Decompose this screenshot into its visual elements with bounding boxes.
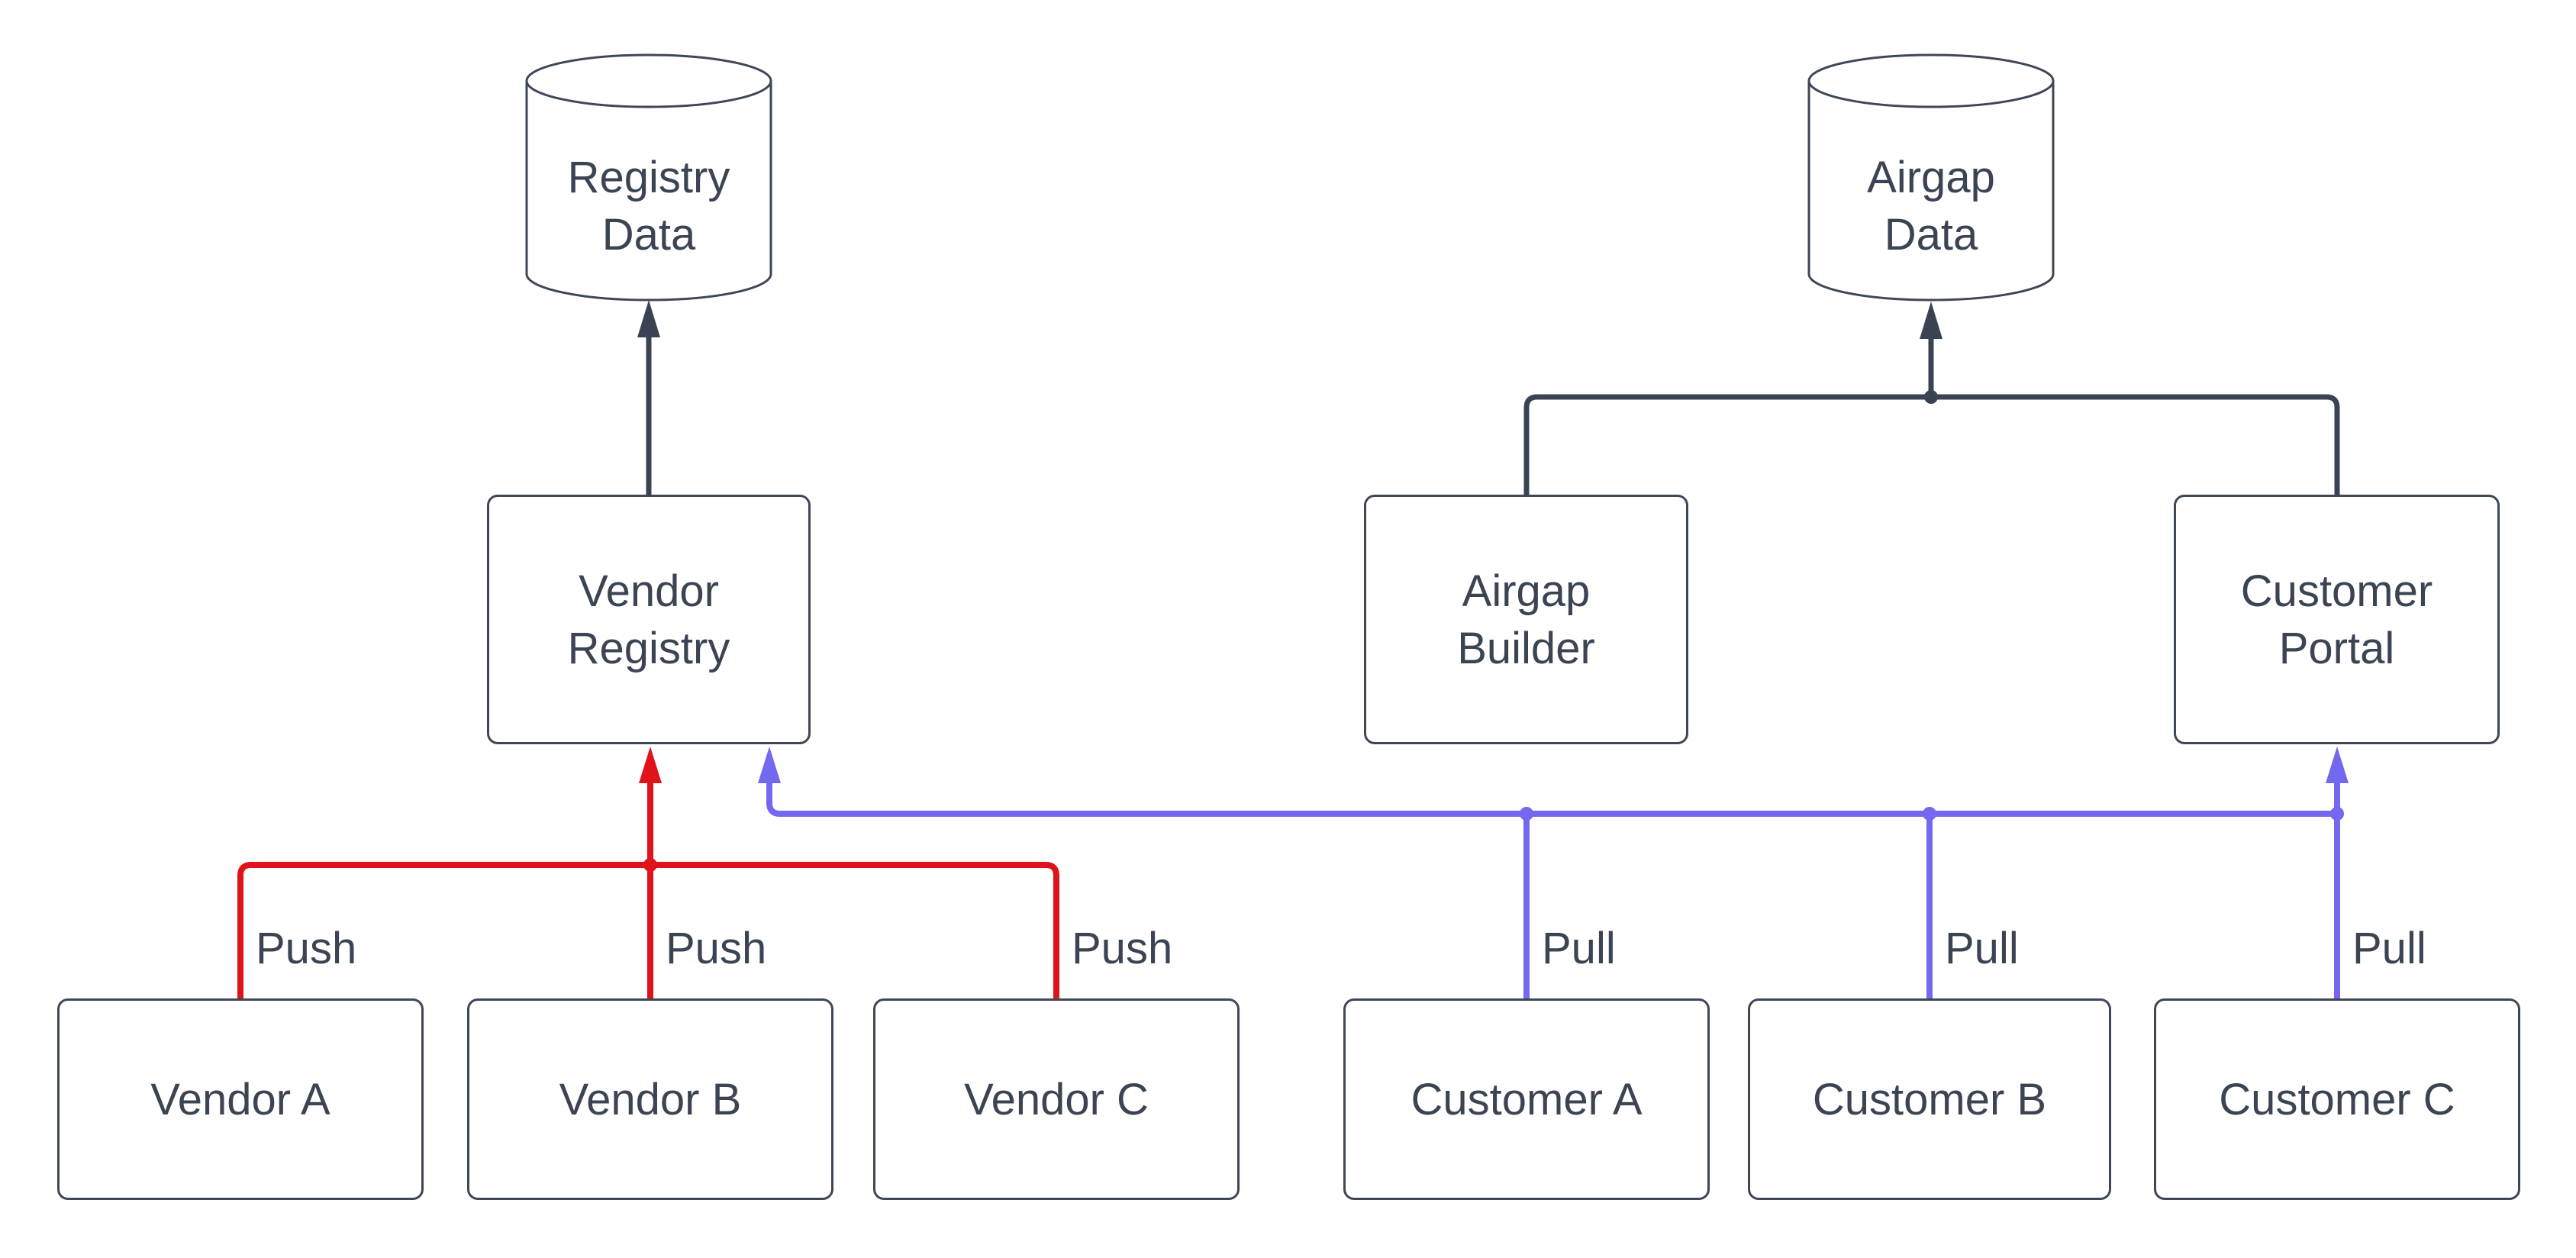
node-vendor-b: Vendor B: [467, 998, 833, 1200]
push-arrowheads: [639, 747, 662, 872]
edge-label-push-vendor-b: Push: [666, 924, 767, 974]
edge-label-push-vendor-c: Push: [1072, 924, 1173, 974]
edge-label-pull-customer-a: Pull: [1542, 924, 1616, 974]
arrowhead-registry-data: [637, 300, 660, 337]
customer-portal-label: Customer Portal: [2240, 566, 2433, 673]
node-customer-portal: Customer Portal: [2174, 495, 2500, 744]
junction-pull-b: [1923, 807, 1936, 821]
vendor-registry-label: Vendor Registry: [567, 566, 730, 673]
junction-pull-a: [1520, 807, 1533, 821]
customer-c-label: Customer C: [2219, 1074, 2455, 1124]
edge-label-pull-customer-c: Pull: [2352, 924, 2426, 974]
node-customer-a: Customer A: [1343, 998, 1710, 1200]
customer-b-label: Customer B: [1812, 1074, 2047, 1124]
pull-edges: [766, 779, 2340, 998]
registry-data-cylinder: [525, 53, 772, 302]
edge-label-pull-customer-b: Pull: [1945, 924, 2019, 974]
airgap-data-cylinder: [1807, 53, 2055, 302]
arrowhead-airgap-data: [1920, 302, 1942, 339]
airgap-builder-label: Airgap Builder: [1457, 566, 1595, 673]
vendor-c-label: Vendor C: [964, 1074, 1149, 1124]
node-airgap-builder: Airgap Builder: [1364, 495, 1688, 744]
node-vendor-a: Vendor A: [57, 998, 424, 1200]
vendor-a-label: Vendor A: [150, 1074, 330, 1124]
arrowhead-pull-vendor-registry: [758, 747, 781, 783]
node-vendor-registry: Vendor Registry: [487, 495, 811, 744]
pull-arrowheads: [758, 747, 2349, 821]
junction-pull-c: [2330, 807, 2344, 821]
arrowhead-push: [639, 747, 662, 783]
node-customer-b: Customer B: [1748, 998, 2111, 1200]
junction-push: [643, 858, 657, 872]
edge-label-push-vendor-a: Push: [256, 924, 357, 974]
node-vendor-c: Vendor C: [873, 998, 1240, 1200]
junction-airgap-merge: [1924, 390, 1938, 404]
edge-pull-bus: [766, 779, 2337, 817]
dark-flow-edges: [646, 333, 2340, 495]
vendor-b-label: Vendor B: [559, 1074, 742, 1124]
dark-arrowheads: [637, 300, 1942, 404]
arrowhead-pull-customer-portal: [2326, 747, 2349, 783]
customer-a-label: Customer A: [1411, 1074, 1643, 1124]
edge-airgap-merge: [1523, 394, 2340, 495]
node-customer-c: Customer C: [2154, 998, 2520, 1200]
